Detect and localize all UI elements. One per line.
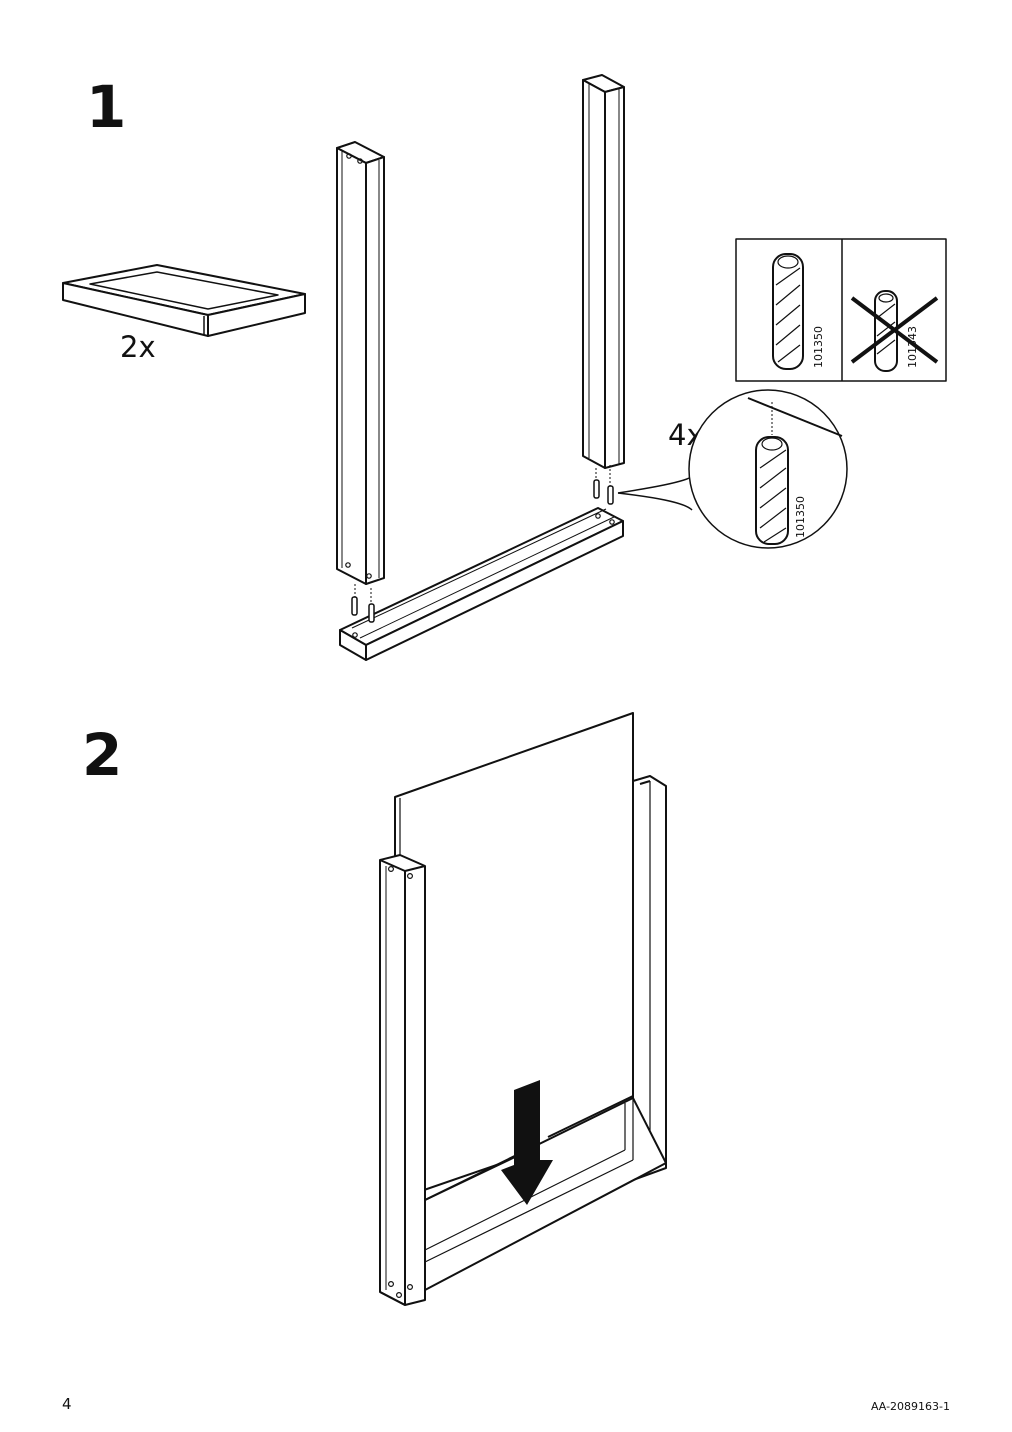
frame-panel-illustration (379, 712, 667, 1306)
step-2-number: 2 (82, 721, 123, 789)
dowel-icon (351, 465, 614, 623)
document-code: AA-2089163-1 (870, 1400, 950, 1413)
incorrect-dowel-code: 101343 (906, 326, 919, 368)
bottom-rail-illustration (339, 507, 624, 661)
cross-out-icon (850, 296, 939, 364)
callout-dowel-code: 101350 (794, 496, 807, 538)
shallow-frame-illustration (62, 264, 306, 337)
down-arrow-icon (501, 1080, 553, 1205)
dowel-check-box (735, 238, 947, 382)
right-upright-illustration (582, 74, 625, 469)
step-1-number: 1 (86, 73, 127, 141)
page-number: 4 (62, 1395, 72, 1413)
correct-dowel-code: 101350 (812, 326, 825, 368)
incorrect-dowel-icon (874, 290, 898, 372)
frame-quantity-label: 2x (120, 330, 156, 364)
dowel-icon (755, 436, 789, 545)
dowel-callout (617, 389, 848, 549)
correct-dowel-icon (772, 253, 804, 370)
left-upright-illustration (336, 141, 385, 585)
